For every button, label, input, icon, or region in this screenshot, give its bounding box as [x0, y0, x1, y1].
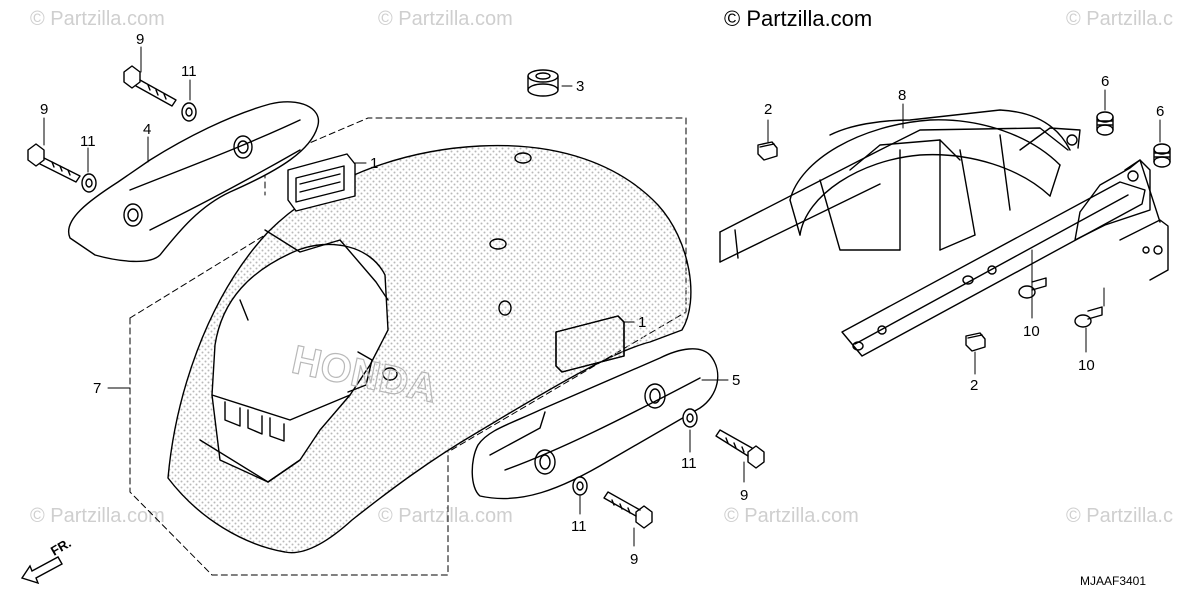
watermark-bottom-right: © Partzilla.c — [1066, 505, 1173, 527]
callout-10-left: 10 — [1023, 323, 1040, 340]
callout-11-bottom: 11 — [571, 518, 587, 535]
callout-7: 7 — [93, 380, 101, 397]
callout-6-right: 6 — [1156, 103, 1164, 120]
callout-9-right: 9 — [740, 487, 748, 504]
callout-1-lower: 1 — [638, 314, 646, 331]
bolt-part-9-right — [715, 429, 765, 469]
diagram-code: MJAAF3401 — [1080, 574, 1147, 588]
callout-2-lower: 2 — [970, 377, 978, 394]
reflector-lower — [555, 315, 625, 373]
bolt-part-10-right — [1074, 306, 1103, 328]
callout-9-left: 9 — [40, 101, 48, 118]
clip-part-2-lower — [965, 332, 986, 352]
leader-lines — [43, 46, 1161, 547]
watermark-top-left: © Partzilla.com — [30, 8, 165, 30]
watermark-bottom-center: © Partzilla.com — [378, 505, 513, 527]
callout-4: 4 — [143, 121, 151, 138]
callout-10-right: 10 — [1078, 357, 1095, 374]
callout-8: 8 — [898, 87, 906, 104]
washer-part-11-bottom — [572, 476, 588, 496]
watermark-copyright: © Partzilla.com — [724, 6, 873, 31]
grommet-part-3 — [527, 69, 559, 97]
bolt-part-9-left — [27, 143, 81, 183]
watermark-bottom-center-right: © Partzilla.com — [724, 505, 859, 527]
callout-9-top: 9 — [136, 31, 144, 48]
grommet-part-6-right — [1153, 143, 1171, 168]
callout-3: 3 — [576, 78, 584, 95]
clip-part-2-upper — [757, 141, 778, 161]
callout-2-upper: 2 — [764, 101, 772, 118]
side-cover-right — [471, 348, 719, 500]
reflector-upper — [287, 153, 356, 212]
callout-9-bottom: 9 — [630, 551, 638, 568]
callout-11-top: 11 — [181, 63, 197, 80]
watermark-top-right: © Partzilla.c — [1066, 8, 1173, 30]
bolt-part-9-top — [123, 65, 177, 107]
front-direction-arrow: FR. — [20, 535, 74, 585]
watermark-top-center: © Partzilla.com — [378, 8, 513, 30]
callout-1-upper: 1 — [370, 155, 378, 172]
washer-part-11-top — [181, 102, 197, 122]
washer-part-11-right — [682, 408, 698, 428]
callout-5: 5 — [732, 372, 740, 389]
side-cover-left — [67, 101, 320, 263]
bolt-part-9-bottom — [603, 491, 653, 529]
bolt-part-10-left — [1018, 277, 1047, 299]
callout-11-right: 11 — [681, 455, 697, 472]
watermark-bottom-left: © Partzilla.com — [30, 505, 165, 527]
direction-label: FR. — [48, 535, 74, 558]
washer-part-11-left — [81, 173, 97, 193]
grommet-part-6-left — [1096, 111, 1114, 136]
fender-frame — [719, 109, 1169, 357]
callout-6-left: 6 — [1101, 73, 1109, 90]
callout-11-left: 11 — [80, 133, 96, 150]
